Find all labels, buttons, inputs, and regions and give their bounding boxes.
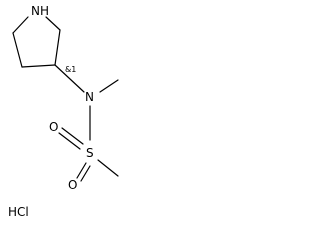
ring-bond-c3-c4 [21,64,56,68]
atom-ring-nh-h: H [40,4,49,18]
bond-s-o-lower-b [80,165,91,182]
bond-s-o-lower-a [76,162,87,179]
ring-bond-c2-c3 [54,29,61,66]
bond-s-o-upper-a [61,127,84,145]
atom-oxygen-lower: O [68,178,77,192]
atom-ring-n: N [31,4,40,18]
ring-bond-nh-c2 [45,16,61,31]
ring-bond-c4-c5 [12,32,23,68]
bond-c3-n [54,64,85,93]
atom-oxygen-upper: O [49,120,58,134]
chemical-structure: N H &1 N S O O HCl [8,4,119,219]
bond-n-methyl [99,79,119,93]
bond-s-o-upper-b [58,132,81,150]
salt-label: HCl [8,205,29,219]
bond-s-methyl [97,159,119,177]
atom-amide-n: N [85,90,94,104]
atom-sulfur: S [86,146,94,160]
stereo-descriptor: &1 [65,65,76,74]
ring-bond-c5-nh [12,16,29,34]
